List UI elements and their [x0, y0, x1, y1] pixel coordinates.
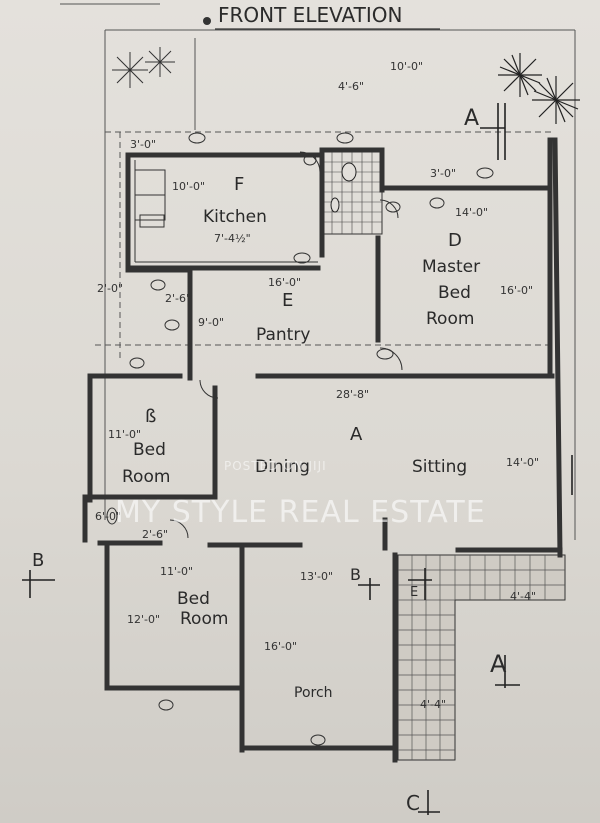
watermark-line-1: POSTED ON JIJI	[224, 459, 327, 473]
master-label-1: Master	[422, 257, 480, 277]
master-label-2: Bed	[438, 283, 471, 303]
master-dim-h: 16'-0"	[500, 284, 533, 297]
porch-dim-h: 16'-0"	[264, 640, 297, 653]
dining-dim: 28'-8"	[336, 388, 369, 401]
dim-left-2-0: 2'-0"	[97, 282, 123, 295]
kitchen-label: Kitchen	[203, 207, 267, 227]
bed-bottom-dim-w: 11'-0"	[160, 565, 193, 578]
kitchen-dim-h: 7'-4½"	[214, 232, 251, 245]
patio-tile-area	[397, 554, 566, 761]
dim-top-10: 10'-0"	[390, 60, 423, 73]
section-markers	[22, 103, 573, 815]
kitchen-dim-w: 10'-0"	[172, 180, 205, 193]
sitting-dim: 14'-0"	[506, 456, 539, 469]
section-mark-a-bottom: A	[490, 650, 507, 678]
watermark-line-2: MY STYLE REAL ESTATE	[115, 495, 486, 530]
plot-boundary	[95, 29, 576, 540]
section-mark-a-top: A	[464, 106, 479, 131]
walls	[82, 137, 563, 763]
section-mark-e: E	[410, 585, 418, 600]
door-swings	[169, 151, 403, 539]
dining-label: Dining	[255, 457, 310, 477]
master-letter: D	[448, 230, 462, 251]
dim-top-3-0: 3'-0"	[130, 138, 156, 151]
dim-right-3-0: 3'-0"	[430, 167, 456, 180]
dining-letter: A	[350, 424, 363, 445]
sitting-label: Sitting	[412, 457, 467, 477]
dim-left-6-0: 6'-0"	[95, 510, 121, 523]
porch-dim-w: 13'-0"	[300, 570, 333, 583]
pantry-label: Pantry	[256, 325, 310, 345]
tree-symbol-right	[498, 53, 580, 124]
bed-bottom-label-2: Room	[180, 609, 228, 629]
bed-left-label-1: Bed	[133, 440, 166, 460]
pantry-letter: E	[282, 290, 293, 311]
porch-label: Porch	[294, 685, 333, 701]
dim-patio-4-4b: 4'-4"	[420, 698, 446, 711]
bed-left-dim: 11'-0"	[108, 428, 141, 441]
bed-bottom-label-1: Bed	[177, 589, 210, 609]
title-bullet	[203, 17, 211, 25]
kitchen-letter: F	[234, 174, 244, 195]
pantry-dim-h: 9'-0"	[198, 316, 224, 329]
bed-bottom-dim-h: 12'-0"	[127, 613, 160, 626]
dim-top-4-6: 4'-6"	[338, 80, 364, 93]
plan-title: FRONT ELEVATION	[218, 3, 402, 27]
window-markers	[106, 132, 494, 746]
dim-left-2-6b: 2'-6"	[142, 528, 168, 541]
kitchen-counter	[134, 160, 318, 263]
section-mark-b-mid: B	[350, 565, 361, 584]
pantry-dim-w: 16'-0"	[268, 276, 301, 289]
dim-left-2-6: 2'-6"	[165, 292, 191, 305]
bed-left-letter: ß	[145, 406, 156, 427]
master-label-3: Room	[426, 309, 474, 329]
section-mark-c: C	[406, 791, 420, 815]
toilet-tile-area	[321, 151, 383, 235]
dim-patio-4-4: 4'-4"	[510, 590, 536, 603]
section-mark-b-left: B	[32, 550, 44, 571]
tree-symbol-left	[112, 47, 175, 88]
master-dim-w: 14'-0"	[455, 206, 488, 219]
bed-left-label-2: Room	[122, 467, 170, 487]
